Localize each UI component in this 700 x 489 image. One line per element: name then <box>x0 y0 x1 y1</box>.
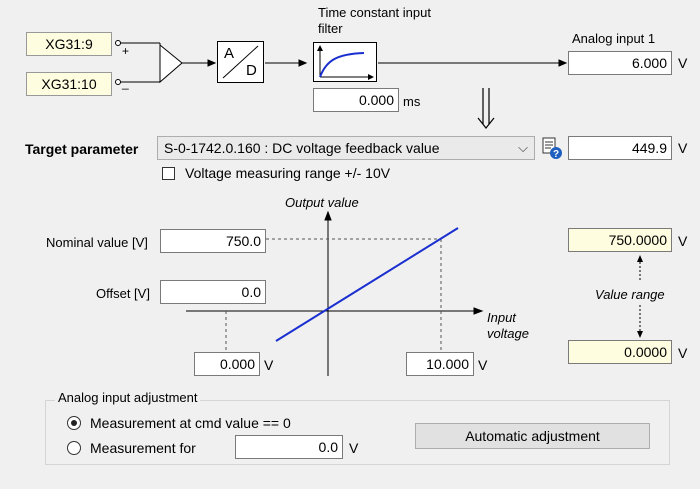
input-voltage-low[interactable]: 0.000 <box>194 352 260 376</box>
plus-sign: + <box>122 44 130 58</box>
value-range-max: 750.0000 <box>568 228 672 252</box>
offset-label: Offset [V] <box>96 286 150 301</box>
value-range-min: 0.0000 <box>568 340 672 364</box>
svg-text:?: ? <box>553 149 559 160</box>
voltage-range-checkbox[interactable] <box>162 167 175 180</box>
radio-measurement-for-label: Measurement for <box>90 440 196 456</box>
offset-input[interactable]: 0.0 <box>160 280 266 304</box>
terminal-xg31-10: XG31:10 <box>26 72 112 96</box>
adjustment-group <box>45 400 670 465</box>
target-parameter-label: Target parameter <box>25 141 139 157</box>
radio-measurement-cmd-zero-label: Measurement at cmd value == 0 <box>90 415 291 431</box>
terminal-xg31-9: XG31:9 <box>26 32 112 56</box>
nominal-value-label: Nominal value [V] <box>46 235 148 250</box>
filter-block <box>313 42 377 82</box>
nominal-value-input[interactable]: 750.0 <box>160 229 266 253</box>
ad-label-d: D <box>246 62 257 79</box>
parameter-help-icon[interactable]: ? <box>541 136 563 160</box>
value-range-max-unit: V <box>678 233 688 249</box>
ad-converter: A D <box>217 41 264 83</box>
filter-curve <box>319 52 365 78</box>
voltage-range-label: Voltage measuring range +/- 10V <box>185 165 391 181</box>
analog-input-unit: V <box>678 55 688 71</box>
target-parameter-dropdown[interactable]: S-0-1742.0.160 : DC voltage feedback val… <box>157 136 535 160</box>
filter-title-2: filter <box>318 21 343 36</box>
filter-unit: ms <box>403 94 421 109</box>
measurement-for-input[interactable]: 0.0 <box>235 435 343 459</box>
filter-time-constant-input[interactable]: 0.000 <box>313 88 399 112</box>
measurement-for-unit: V <box>349 440 359 456</box>
value-range-min-unit: V <box>678 345 688 361</box>
minus-sign: _ <box>122 76 129 90</box>
input-axis-label-2: voltage <box>487 326 529 341</box>
input-voltage-high[interactable]: 10.000 <box>406 352 474 376</box>
radio-measurement-cmd-zero[interactable] <box>67 416 81 430</box>
analog-input-label: Analog input 1 <box>572 31 656 46</box>
target-parameter-unit: V <box>678 140 688 156</box>
analog-input-value: 6.000 <box>568 51 672 75</box>
filter-title-1: Time constant input <box>318 5 431 20</box>
radio-measurement-for[interactable] <box>67 441 81 455</box>
target-parameter-value: 449.9 <box>568 136 672 160</box>
automatic-adjustment-button[interactable]: Automatic adjustment <box>415 423 650 449</box>
characteristic-line <box>275 227 459 342</box>
ad-label-a: A <box>224 45 235 62</box>
input-voltage-low-unit: V <box>264 357 274 373</box>
input-axis-label-1: Input <box>487 310 516 325</box>
adjustment-group-label: Analog input adjustment <box>55 390 201 405</box>
chevron-down-icon: ⌵ <box>518 140 528 155</box>
target-parameter-selected: S-0-1742.0.160 : DC voltage feedback val… <box>164 140 440 156</box>
value-range-label: Value range <box>595 287 665 302</box>
input-voltage-high-unit: V <box>478 357 488 373</box>
output-value-axis-label: Output value <box>285 195 359 210</box>
